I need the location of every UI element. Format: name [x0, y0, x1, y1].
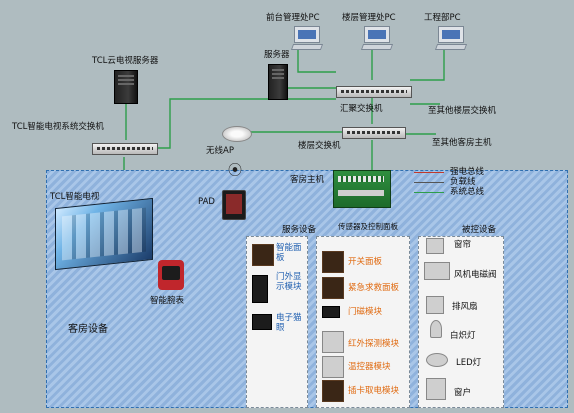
legend-power-bus-label: 强电总线 [450, 167, 485, 177]
incandescent-lamp-icon [430, 320, 442, 338]
tv-system-switch-icon [92, 143, 158, 155]
legend-system-bus-line [414, 192, 444, 193]
emergency-panel-icon [322, 277, 344, 299]
pad-label: PAD [198, 197, 215, 207]
fan-valve-icon [424, 262, 450, 280]
engineering-pc-label: 工程部PC [424, 13, 461, 23]
sensor-item-label: 温控器模块 [348, 362, 391, 372]
smart-tv-icon [55, 197, 153, 271]
legend-system-bus-label: 系统总线 [450, 187, 485, 197]
floor-switch-icon [342, 127, 406, 139]
controlled-item-label: 白炽灯 [450, 331, 476, 341]
floor-switch-label: 楼层交换机 [298, 141, 341, 151]
cloud-server-icon [114, 70, 138, 104]
door-sensor-icon [322, 306, 340, 318]
front-desk-pc-label: 前台管理处PC [266, 13, 320, 23]
room-host-label: 客房主机 [290, 175, 325, 185]
smart-panel-icon [252, 244, 274, 266]
door-display-icon [252, 275, 268, 303]
core-switch-label: 汇聚交换机 [340, 104, 383, 114]
thermostat-icon [322, 356, 344, 378]
legend-power-bus-line [414, 172, 444, 173]
tv-system-switch-label: TCL智能电视系统交换机 [12, 122, 104, 132]
controlled-item-label: 窗户 [454, 388, 472, 398]
to-other-floor-switch-label: 至其他楼层交换机 [428, 106, 497, 116]
controlled-item-label: 风机电磁阀 [454, 270, 497, 280]
controlled-item-label: LED灯 [456, 358, 482, 368]
peephole-icon [252, 314, 272, 330]
smart-tv-label: TCL智能电视 [50, 192, 100, 202]
wireless-ap-icon [222, 126, 252, 142]
server-icon [268, 64, 288, 100]
guest-room-devices-title: 客房设备 [68, 324, 108, 335]
wifi-icon: ⦿ [228, 163, 242, 179]
window-icon [426, 378, 446, 400]
controlled-item-label: 排风扇 [452, 302, 478, 312]
wireless-ap-label: 无线AP [206, 146, 234, 156]
smart-watch-label: 智能腕表 [150, 296, 185, 306]
curtain-icon [426, 238, 444, 254]
exhaust-fan-icon [426, 296, 444, 314]
front-desk-pc-icon [290, 26, 324, 50]
led-lamp-icon [426, 353, 448, 367]
pad-icon [222, 190, 246, 220]
sensor-item-label: 插卡取电模块 [348, 386, 400, 396]
infrared-sensor-icon [322, 331, 344, 353]
legend-load-label: 负载线 [450, 177, 476, 187]
service-item-label: 门外显示模块 [276, 272, 302, 292]
to-other-room-host-label: 至其他客房主机 [432, 138, 492, 148]
sensor-item-label: 紧急求救面板 [348, 283, 400, 293]
server-label: 服务器 [264, 50, 290, 60]
service-devices-title: 服务设备 [282, 225, 317, 235]
legend-load-line [414, 182, 444, 183]
smart-watch-icon [158, 260, 184, 290]
service-item-label: 电子猫眼 [276, 313, 302, 333]
controlled-devices-title: 被控设备 [462, 225, 497, 235]
sensor-item-label: 门磁模块 [348, 307, 383, 317]
room-host-icon [333, 170, 391, 208]
sensor-item-label: 开关面板 [348, 257, 383, 267]
switch-panel-icon [322, 251, 344, 273]
core-switch-icon [336, 86, 412, 98]
controlled-item-label: 窗帘 [454, 240, 472, 250]
service-item-label: 智能面板 [276, 243, 302, 263]
sensor-item-label: 红外探测模块 [348, 339, 400, 349]
cloud-server-label: TCL云电视服务器 [92, 56, 159, 66]
engineering-pc-icon [434, 26, 468, 50]
floor-mgmt-pc-icon [360, 26, 394, 50]
floor-mgmt-pc-label: 楼层管理处PC [342, 13, 396, 23]
sensor-devices-title: 传感器及控制面板 [338, 222, 398, 231]
card-power-icon [322, 380, 344, 402]
